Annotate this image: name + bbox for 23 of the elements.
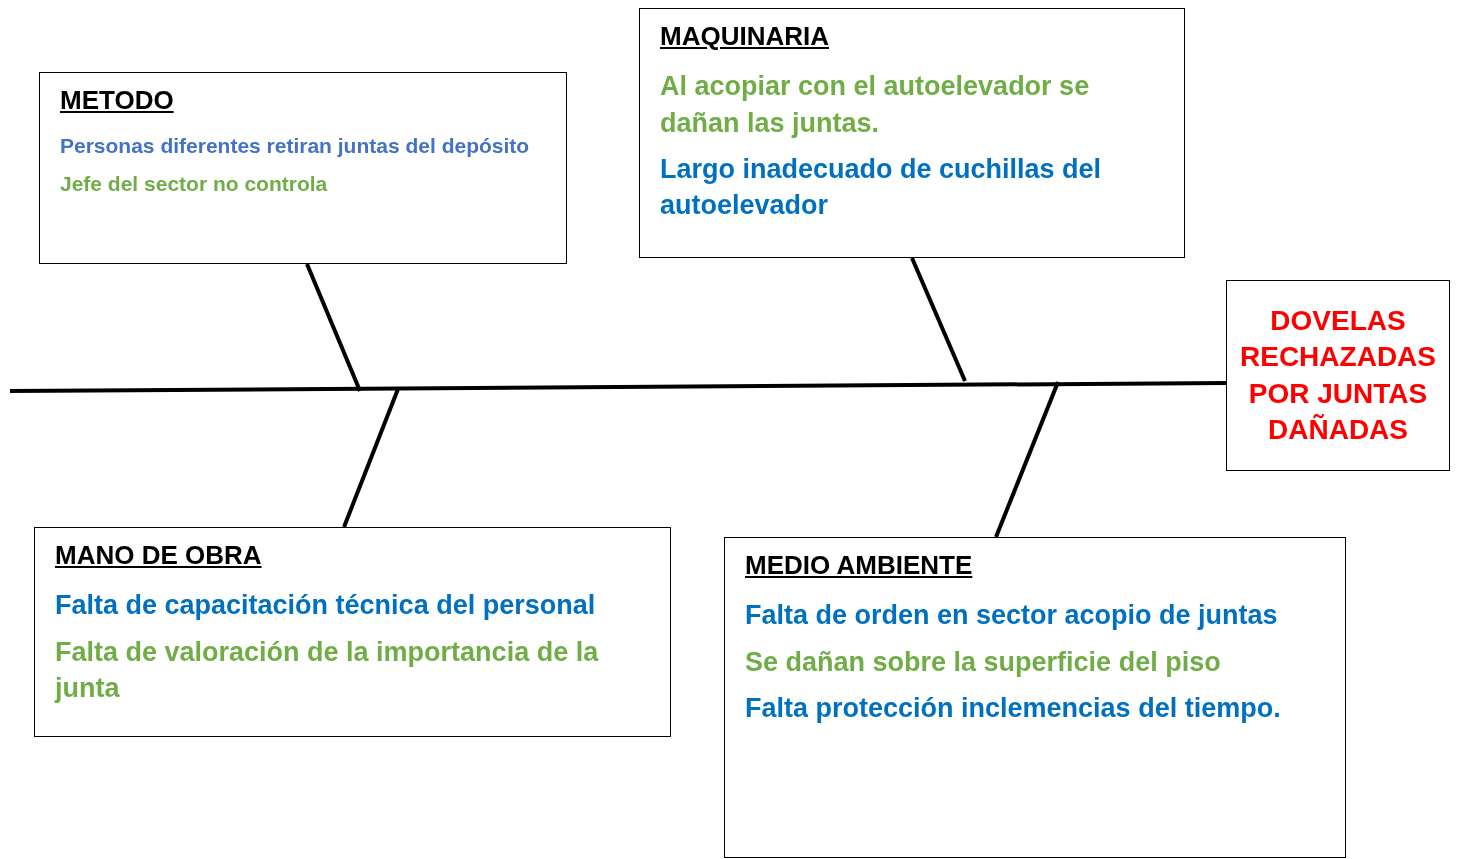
cause-box: [34, 527, 671, 737]
bone-line: [910, 257, 967, 382]
spine-line: [10, 381, 1226, 393]
bone-line: [994, 381, 1060, 538]
bone-line: [305, 263, 362, 392]
cause-text: Al acopiar con el autoelevador se dañan las juntas.: [660, 70, 1091, 140]
cause-text: Falta protección inclemencias del tiempo.: [745, 691, 1282, 725]
category-heading: MEDIO AMBIENTE: [745, 549, 974, 582]
cause-box: [724, 537, 1346, 858]
category-heading: MANO DE OBRA: [55, 539, 263, 572]
category-heading: METODO: [60, 84, 175, 117]
cause-text: Falta de valoración de la importancia de la junta: [55, 635, 600, 705]
bone-line: [342, 388, 400, 528]
effect-box: DOVELAS RECHAZADAS POR JUNTAS DAÑADAS: [1226, 280, 1450, 471]
cause-text: Falta de orden en sector acopio de juntas: [745, 599, 1279, 633]
cause-box: [639, 8, 1185, 258]
cause-text: Jefe del sector no controla: [60, 171, 329, 198]
cause-text: Largo inadecuado de cuchillas del autoelevador: [660, 152, 1103, 223]
cause-text: Falta de capacitación técnica del personal: [55, 589, 597, 623]
category-heading: MAQUINARIA: [660, 20, 830, 53]
cause-text: Personas diferentes retiran juntas del depósito: [60, 133, 531, 160]
cause-box: [39, 72, 567, 264]
cause-text: Se dañan sobre la superficie del piso: [745, 645, 1222, 679]
